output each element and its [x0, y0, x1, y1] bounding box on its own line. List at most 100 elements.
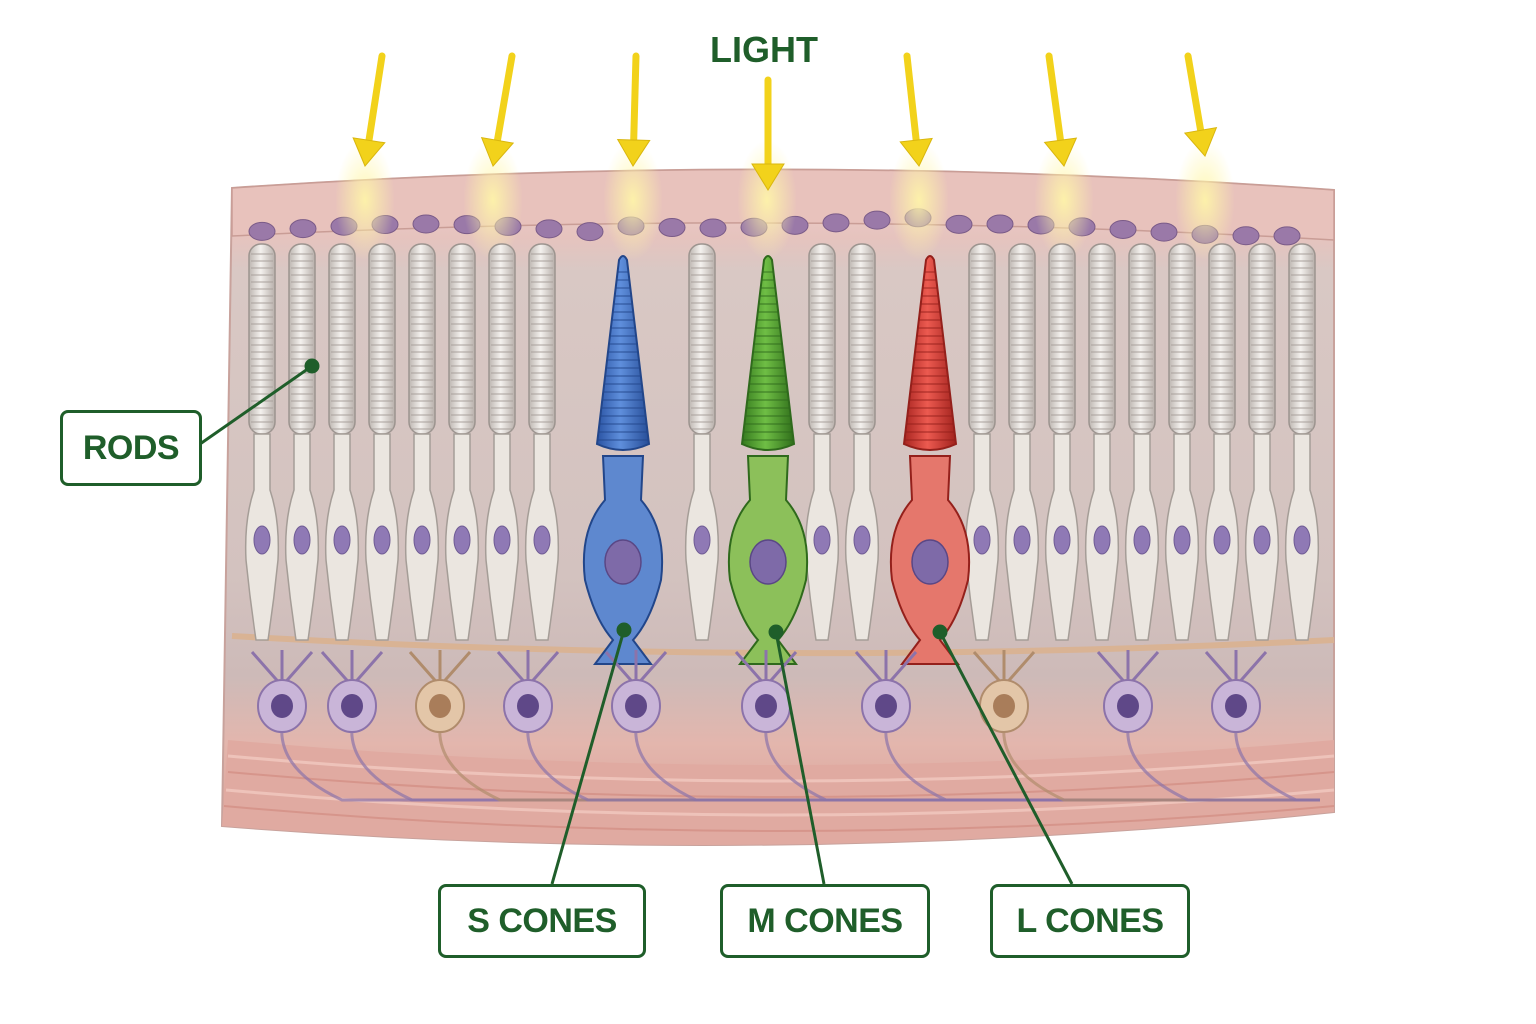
- rod-nucleus: [1253, 525, 1271, 555]
- rod-nucleus: [293, 525, 311, 555]
- rod-outer-segment: [1168, 243, 1196, 435]
- cone-cells: [582, 255, 971, 665]
- rod-cell: [324, 243, 360, 641]
- light-arrow-shaft: [1184, 52, 1205, 134]
- rod-cell: [1244, 243, 1280, 641]
- neuron-nucleus: [271, 694, 293, 718]
- epithelial-nucleus: [822, 213, 850, 233]
- rod-cell: [404, 243, 440, 641]
- neuron-axon: [280, 725, 1320, 802]
- neuron-axon: [526, 725, 1320, 802]
- rod-nucleus: [1293, 525, 1311, 555]
- light-arrow-head: [1183, 127, 1218, 157]
- bipolar-neuron: [604, 650, 1320, 802]
- rod-cell: [364, 243, 400, 641]
- epithelial-nucleus: [576, 222, 604, 242]
- neuron-axon: [764, 725, 1320, 802]
- rod-nucleus: [853, 525, 871, 555]
- light-arrow-icon: [899, 52, 933, 167]
- rod-nucleus: [413, 525, 431, 555]
- rods-leader-line: [199, 364, 313, 446]
- rod-cell: [1284, 243, 1320, 641]
- epithelial-nucleus: [658, 218, 686, 238]
- rod-nucleus: [1213, 525, 1231, 555]
- bipolar-neuron: [320, 650, 1320, 802]
- epithelial-nucleus: [1273, 226, 1301, 246]
- neuron-nucleus: [875, 694, 897, 718]
- rod-nucleus: [1013, 525, 1031, 555]
- s-cones-leader-dot: [616, 622, 632, 638]
- s-cones-label: S CONES: [438, 884, 646, 958]
- rod-outer-segment: [528, 243, 556, 435]
- neuron-nucleus: [429, 694, 451, 718]
- l-cones-leader-line: [938, 631, 1074, 885]
- m-cone-nucleus: [749, 539, 787, 585]
- rod-nucleus: [973, 525, 991, 555]
- rod-nucleus: [373, 525, 391, 555]
- rod-nucleus: [453, 525, 471, 555]
- rod-cell: [1004, 243, 1040, 641]
- neuron-axon: [884, 725, 1320, 802]
- bipolar-neuron: [1096, 650, 1320, 802]
- m-cones-leader-line: [774, 631, 826, 885]
- rod-cell: [244, 243, 280, 641]
- rod-outer-segment: [1208, 243, 1236, 435]
- neuron-axon: [1126, 725, 1320, 802]
- light-arrow-shaft: [365, 52, 386, 144]
- bipolar-neuron: [408, 650, 1320, 802]
- epithelial-nucleus: [248, 221, 276, 241]
- bipolar-neuron: [734, 650, 1320, 802]
- neuron-axon: [1002, 725, 1320, 802]
- m-cone-outer-segment: [740, 255, 796, 451]
- rod-nucleus: [693, 525, 711, 555]
- rod-outer-segment: [488, 243, 516, 435]
- light-arrow-shaft: [903, 52, 920, 144]
- rod-nucleus: [1133, 525, 1151, 555]
- rod-nucleus: [813, 525, 831, 555]
- l-cone-cell: [889, 255, 971, 665]
- rod-outer-segment: [328, 243, 356, 435]
- light-arrow-shaft: [630, 52, 640, 144]
- light-glow: [737, 140, 797, 260]
- epithelial-nucleus: [412, 214, 440, 234]
- s-cone-outer-segment: [595, 255, 651, 451]
- light-arrow-icon: [1183, 52, 1218, 157]
- rod-outer-segment: [1248, 243, 1276, 435]
- rod-nucleus: [533, 525, 551, 555]
- epithelial-nucleus: [986, 214, 1014, 234]
- epithelial-nucleus: [863, 210, 891, 230]
- rod-cell: [444, 243, 480, 641]
- neuron-axon: [1234, 725, 1320, 802]
- neuron-nucleus: [1225, 694, 1247, 718]
- m-cones-label: M CONES: [720, 884, 930, 958]
- m-cone-cell: [727, 255, 809, 665]
- epithelial-nucleus: [1150, 222, 1178, 242]
- rod-nucleus: [333, 525, 351, 555]
- neuron-nucleus: [341, 694, 363, 718]
- rod-outer-segment: [408, 243, 436, 435]
- rod-outer-segment: [1288, 243, 1316, 435]
- bipolar-neuron: [250, 650, 1320, 802]
- light-arrow-head: [1043, 137, 1078, 167]
- rod-cell: [684, 243, 720, 641]
- epithelial-nucleus: [945, 214, 973, 234]
- rod-outer-segment: [1008, 243, 1036, 435]
- s-cones-leader-line: [550, 629, 626, 885]
- light-arrow-icon: [616, 52, 651, 167]
- light-title: LIGHT: [710, 29, 818, 70]
- epithelial-nucleus: [699, 218, 727, 238]
- light-arrow-head: [480, 137, 515, 167]
- rod-nucleus: [253, 525, 271, 555]
- epithelial-nucleus: [535, 219, 563, 239]
- rod-outer-segment: [288, 243, 316, 435]
- light-glow: [1175, 140, 1235, 260]
- rod-outer-segment: [448, 243, 476, 435]
- neuron-axon: [438, 725, 1320, 802]
- rod-nucleus: [1053, 525, 1071, 555]
- light-arrow-head: [751, 163, 785, 191]
- epithelial-nucleus: [1232, 226, 1260, 246]
- s-cone-cell: [582, 255, 664, 665]
- light-arrow-icon: [1043, 52, 1078, 167]
